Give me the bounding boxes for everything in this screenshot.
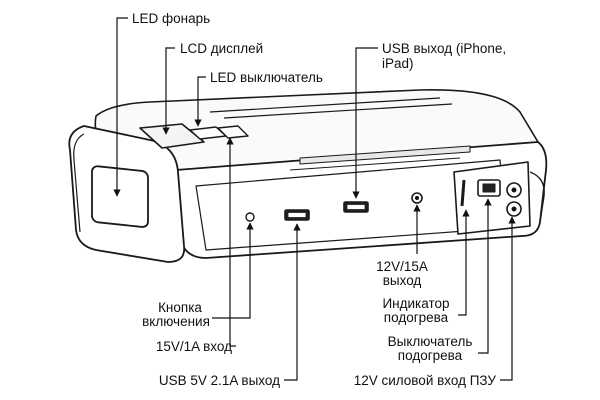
label-heating-switch-line2: подогрева: [398, 348, 463, 363]
top-ridge: [209, 97, 441, 113]
label-usb-iphone-line2: iPad): [382, 56, 414, 71]
side-groove: [289, 157, 461, 171]
power-12v-input-core: [511, 187, 517, 193]
usb-5v-port-inner: [287, 212, 307, 218]
label-led-switch: LED выключатель: [210, 70, 323, 85]
power-button: [245, 212, 255, 222]
leader-led-switch: [194, 76, 206, 127]
jump-starter-device: [68, 89, 548, 263]
top-ridge: [223, 103, 453, 119]
labels: LED фонарь LCD дисплей LED выключатель U…: [132, 11, 506, 388]
leader-usb-5v: [284, 223, 301, 381]
leader-power-12v: [500, 216, 516, 381]
lcd-display-window: [139, 123, 205, 149]
label-heating-indicator-line1: Индикатор: [382, 296, 449, 311]
label-usb-5v: USB 5V 2.1A выход: [159, 373, 280, 388]
label-usb-iphone-line1: USB выход (iPhone,: [382, 41, 506, 56]
label-15v-input: 15V/1A вход: [156, 339, 232, 354]
led-switch-button: [217, 125, 249, 139]
label-heating-switch-line1: Выключатель: [388, 334, 473, 349]
leader-usb-iphone: [352, 47, 378, 199]
led-flashlight-window: [91, 165, 149, 228]
label-out-12v-line2: выход: [383, 273, 422, 288]
label-power-button-line2: включения: [142, 314, 210, 329]
heating-switch-toggle: [482, 183, 496, 193]
label-power-button-line1: Кнопка: [158, 300, 202, 315]
leader-lines: [113, 17, 516, 381]
usb-iphone-port-inner: [346, 204, 366, 210]
end-cap: [529, 171, 545, 223]
leader-15v-input: [226, 137, 236, 347]
out-12v-port-core: [414, 195, 420, 201]
heating-indicator: [460, 179, 466, 207]
device-side-face: [173, 141, 548, 259]
label-led-flashlight: LED фонарь: [132, 11, 210, 26]
leader-lcd-display: [162, 47, 175, 135]
leader-heating-indicator: [458, 209, 470, 316]
label-out-12v-line1: 12V/15A: [376, 259, 428, 274]
leader-power-button: [212, 222, 254, 319]
leader-led-flashlight: [113, 17, 128, 197]
power-12v-input-core: [511, 206, 517, 212]
leader-heating-switch: [478, 198, 492, 354]
label-heating-indicator-line2: подогрева: [384, 310, 449, 325]
label-lcd-display: LCD дисплей: [180, 41, 263, 56]
side-groove: [299, 145, 471, 165]
front-bezel: [73, 133, 85, 233]
label-power-12v: 12V силовой вход ПЗУ: [354, 373, 497, 388]
